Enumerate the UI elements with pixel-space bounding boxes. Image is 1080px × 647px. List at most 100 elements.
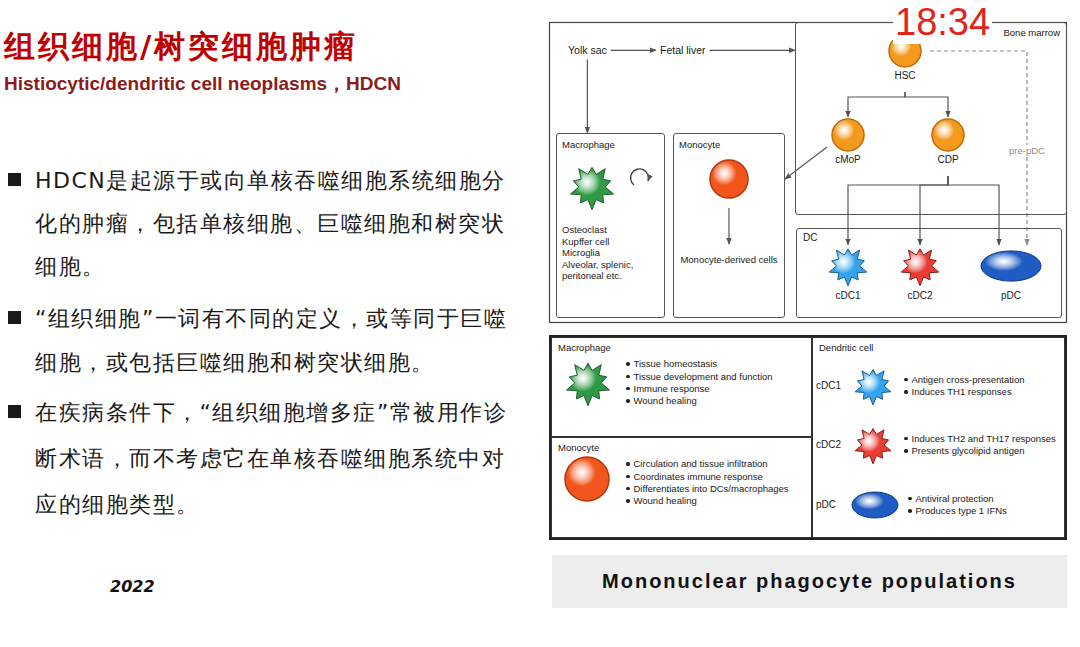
- flow-arrow: [920, 176, 948, 245]
- bullet-list: Induces TH2 and TH17 responsesPresents g…: [904, 433, 1061, 457]
- row-name: cDC2: [816, 439, 850, 451]
- panel-heading: Macrophage: [558, 342, 805, 353]
- year-note: 2022: [110, 577, 155, 596]
- bullet-list: Antigen cross-presentationInduces TH1 re…: [904, 374, 1061, 398]
- bullet-square: [8, 173, 21, 186]
- monocyte-icon: [680, 156, 778, 248]
- box-item: Microglia: [562, 247, 659, 258]
- bullet-text: Wound healing: [634, 495, 697, 506]
- node-dc: DCcDC1 cDC2 pDC: [796, 228, 1062, 318]
- row-name: pDC: [816, 499, 850, 511]
- bullet-item: Induces TH2 and TH17 responses: [904, 433, 1061, 444]
- bullet-text: Tissue development and function: [634, 371, 773, 382]
- cell-label: CDP: [937, 154, 958, 166]
- cell-label: cDC2: [907, 290, 932, 302]
- bullet-text: 在疾病条件下，“组织细胞增多症”常被用作诊断术语，而不考虑它在单核吞噬细胞系统中…: [35, 390, 527, 528]
- bullet-text: Produces type 1 IFNs: [916, 505, 1007, 516]
- cdc2-icon: [897, 243, 943, 289]
- bullet-text: Induces TH2 and TH17 responses: [912, 433, 1056, 444]
- panel-heading: Monocyte: [558, 442, 805, 453]
- bullet-text: Differentiates into DCs/macrophages: [634, 483, 789, 494]
- table-border: [550, 336, 1066, 539]
- bullet-dot: [904, 449, 908, 453]
- node-mbox: MacrophageOsteoclastKupffer cellMicrogli…: [556, 133, 665, 318]
- bullet-dot: [626, 499, 630, 503]
- box-item: Alveolar, splenic, peritoneal etc.: [562, 259, 659, 282]
- bullet-text: Antiviral protection: [916, 493, 994, 504]
- flow-arrow: [710, 50, 796, 51]
- box-item: Kupffer cell: [562, 236, 659, 247]
- upper-panel-border: [550, 23, 1067, 323]
- node-cell: CDP: [923, 117, 973, 175]
- node-plain: Yolk sac: [566, 43, 609, 58]
- bullet-dot: [908, 497, 912, 501]
- flow-arrow: [848, 176, 948, 245]
- bullet-dot: [626, 487, 630, 491]
- flow-arrow: [948, 176, 999, 245]
- node-label: Fetal liver: [660, 44, 706, 57]
- cdc2-icon: [850, 423, 896, 467]
- bullet-dot: [626, 387, 630, 391]
- monocyte-icon: [558, 455, 616, 503]
- box-item: Osteoclast: [562, 224, 659, 235]
- node-row: cDC1 Antigen cross-presentationInduces TH…: [816, 358, 1061, 414]
- progenitor-cell: [930, 117, 966, 153]
- bullet-item: Induces TH1 responses: [904, 386, 1061, 397]
- bullet-square: [8, 405, 21, 418]
- node-label: Yolk sac: [568, 44, 607, 57]
- node-panel: MonocyteCirculation and tissue infiltrat…: [551, 437, 812, 538]
- macrophage-icon: [558, 355, 616, 411]
- bullet-text: Circulation and tissue infiltration: [634, 458, 768, 469]
- cell-label: HSC: [894, 70, 915, 82]
- bullet-list: Circulation and tissue infiltrationCoord…: [626, 455, 805, 507]
- node-plain: Fetal liver: [658, 43, 708, 58]
- node-row: cDC2 Induces TH2 and TH17 responsesPresen…: [816, 416, 1061, 474]
- row-name: cDC1: [816, 380, 850, 392]
- flow-arrow: [848, 92, 905, 117]
- panel-body: Tissue homeostasisTissue development and…: [558, 355, 805, 411]
- bullet-item: Immune response: [626, 383, 805, 394]
- node-mbox: MonocyteMonocyte-derived cells: [673, 133, 785, 318]
- bullet-dot: [626, 399, 630, 403]
- box-item: Monocyte-derived cells: [679, 254, 779, 265]
- node-dcpanel: Dendritic cell cDC1 Antigen cross-presenta…: [812, 337, 1065, 538]
- cell-label: pDC: [1001, 290, 1021, 302]
- bullet-text: “组织细胞”一词有不同的定义，或等同于巨噬细胞，或包括巨噬细胞和树突状细胞。: [35, 297, 527, 385]
- panel-heading: Dendritic cell: [819, 342, 1058, 353]
- bullet-square: [8, 311, 21, 324]
- slide-title: 组织细胞/树突细胞肿瘤: [4, 26, 358, 68]
- bullet-item: Tissue homeostasis: [626, 358, 805, 369]
- region-label: DC: [803, 232, 1055, 244]
- bullet-item: Tissue development and function: [626, 371, 805, 382]
- node-cell: cDC2: [890, 243, 950, 315]
- node-cell: cMoP: [823, 117, 873, 175]
- box-heading: Macrophage: [562, 139, 659, 150]
- bullet-dot: [626, 362, 630, 366]
- bullet-item: Wound healing: [626, 495, 805, 506]
- bullet-item: Antiviral protection: [908, 493, 1061, 504]
- figure-caption: Mononuclear phagocyte populations: [552, 555, 1067, 608]
- cdc1-icon: [825, 243, 871, 289]
- bullet-text: Coordinates immune response: [634, 471, 763, 482]
- bullet-item: Circulation and tissue infiltration: [626, 458, 805, 469]
- box-heading: Monocyte: [679, 139, 779, 150]
- node-cell: cDC1: [818, 243, 878, 315]
- bullet-dot: [904, 390, 908, 394]
- panel-body: Circulation and tissue infiltrationCoord…: [558, 455, 805, 507]
- macrophage-icon: [562, 156, 660, 218]
- bullet-dot: [904, 378, 908, 382]
- bullet-item: Presents glycolipid antigen: [904, 445, 1061, 456]
- cdc1-icon: [850, 364, 896, 408]
- timer-overlay: 18:34: [893, 0, 992, 44]
- bullet-dot: [626, 475, 630, 479]
- node-bm: Bone marrowHSCcMoPCDP: [795, 22, 1067, 215]
- edge-label: pre-pDC: [1008, 145, 1046, 156]
- bullet-text: HDCN是起源于或向单核吞噬细胞系统细胞分化的肿瘤，包括单核细胞、巨噬细胞和树突…: [35, 159, 527, 288]
- bullet-item: Coordinates immune response: [626, 471, 805, 482]
- bullet-text: Tissue homeostasis: [634, 358, 718, 369]
- bullet-list: Tissue homeostasisTissue development and…: [626, 355, 805, 407]
- bullet-text: Wound healing: [634, 395, 697, 406]
- bullet-dot: [626, 462, 630, 466]
- progenitor-cell: [830, 117, 866, 153]
- node-panel: MacrophageTissue homeostasisTissue devel…: [551, 337, 812, 437]
